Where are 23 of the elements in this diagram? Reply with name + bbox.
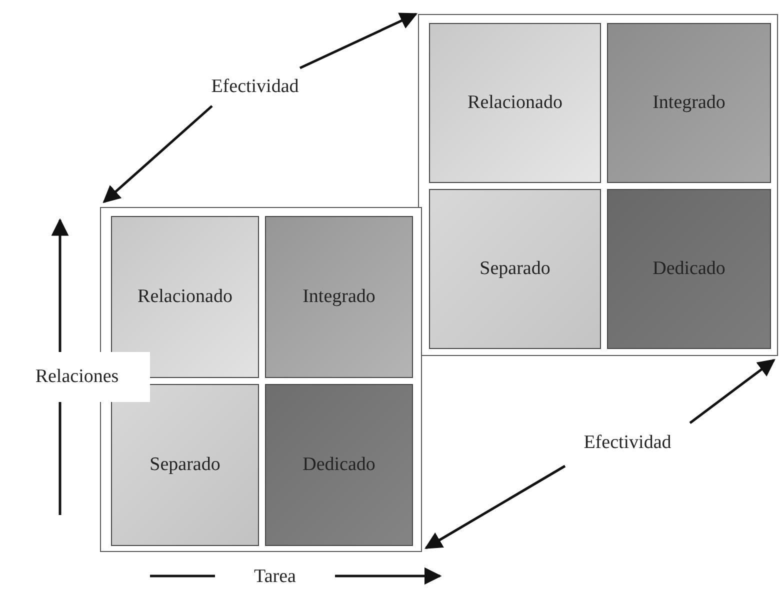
cell-label: Relacionado	[468, 92, 562, 114]
grid-cell	[429, 23, 601, 183]
cell-label: Separado	[150, 454, 220, 476]
effectiveness-label: Efectividad	[195, 70, 315, 104]
cell-label: Separado	[480, 258, 550, 280]
grid-cell	[265, 216, 413, 378]
cell-label: Dedicado	[652, 258, 726, 280]
grid-panel	[418, 14, 778, 356]
grid-cell	[111, 384, 259, 546]
arrow	[299, 12, 418, 70]
grid-cell	[607, 189, 771, 349]
cell-label: Integrado	[302, 286, 376, 308]
grid-cell	[429, 189, 601, 349]
effectiveness-label: Efectividad	[560, 425, 695, 461]
cell-label: Relacionado	[138, 286, 232, 308]
grid-cell	[265, 384, 413, 546]
arrow	[424, 464, 566, 550]
cell-label: Dedicado	[302, 454, 376, 476]
arrow	[689, 358, 776, 424]
axis-label: Tarea	[253, 565, 297, 589]
cell-label: Integrado	[652, 92, 726, 114]
grid-cell	[607, 23, 771, 183]
arrow	[102, 105, 213, 204]
